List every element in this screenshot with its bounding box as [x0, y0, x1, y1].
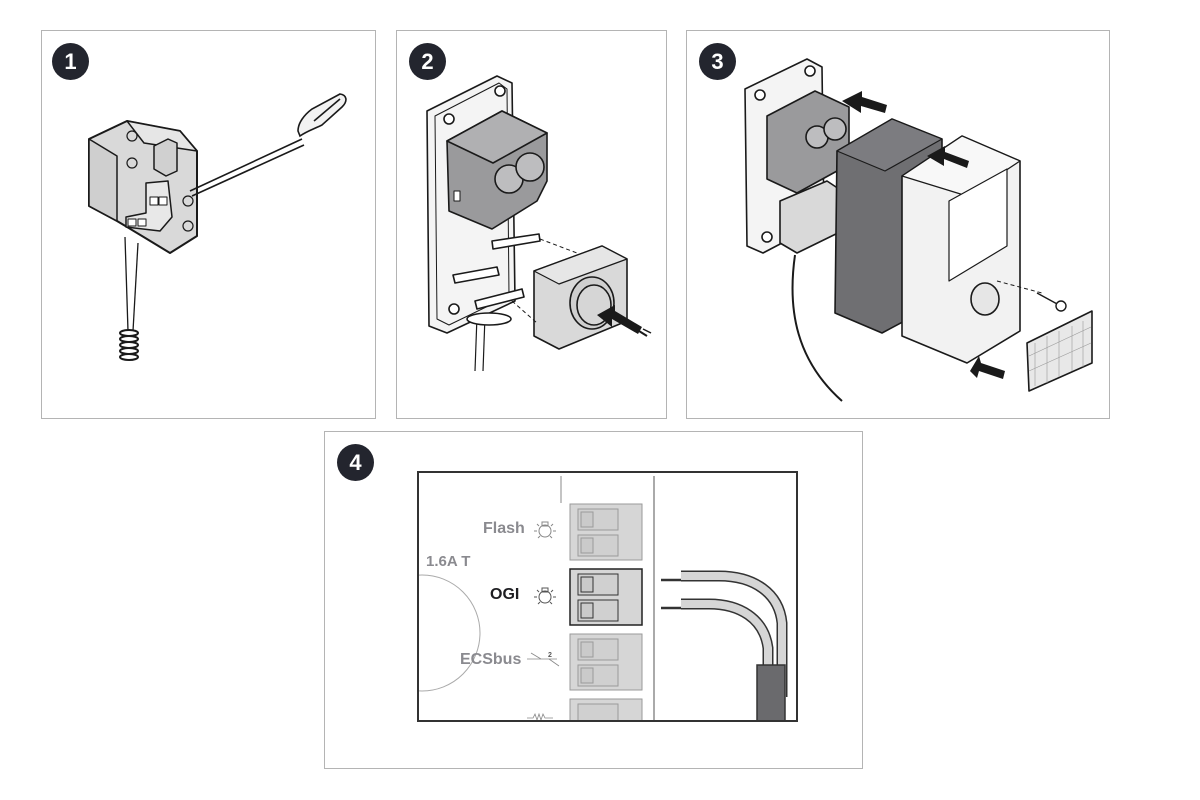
step-2-panel: 2 [396, 30, 667, 419]
wiring-graphic: 2 [419, 476, 788, 720]
screwdriver-icon [189, 93, 347, 197]
bus-2-wire-icon [527, 652, 560, 667]
exploded-assembly-illustration [744, 58, 1093, 402]
photocell-mount-illustration [426, 75, 652, 372]
terminal-wiring-diagram: 2 Flash 1.6A T OGI ECSbus [417, 471, 798, 722]
terminal-block-flash [569, 503, 643, 561]
terminal-block-ecsbus [569, 633, 643, 691]
screw-icon [1036, 292, 1067, 312]
push-arrow-icon [597, 305, 652, 337]
step-number-badge: 2 [409, 43, 446, 80]
lamp-icon [534, 587, 556, 605]
step-1-panel: 1 [41, 30, 376, 419]
terminal-block-partial [569, 698, 643, 720]
step-number-badge: 3 [699, 43, 736, 80]
resistor-icon [527, 712, 553, 720]
step-4-panel: 4 [324, 431, 863, 769]
junction-box-illustration [88, 93, 347, 361]
junction-box [88, 120, 198, 254]
step-number-badge: 1 [52, 43, 89, 80]
ecsbus-wire-count: 2 [548, 652, 552, 659]
terminal-label-ogi: OGI [490, 586, 520, 603]
terminal-block-ogi [569, 568, 643, 626]
step-3-panel: 3 [686, 30, 1110, 419]
textured-cap [1026, 310, 1093, 392]
fuse-circle [419, 574, 481, 692]
cable-wires [119, 236, 139, 361]
terminal-label-flash: Flash [483, 520, 525, 537]
terminal-label-ecsbus: ECSbus [460, 651, 522, 668]
lamp-icon [534, 521, 556, 539]
push-arrow-icon [842, 91, 1005, 379]
cable-wires [661, 570, 788, 720]
step-number-badge: 4 [337, 444, 374, 481]
fuse-rating-label: 1.6A T [426, 553, 471, 570]
cable-jacket [756, 664, 786, 720]
